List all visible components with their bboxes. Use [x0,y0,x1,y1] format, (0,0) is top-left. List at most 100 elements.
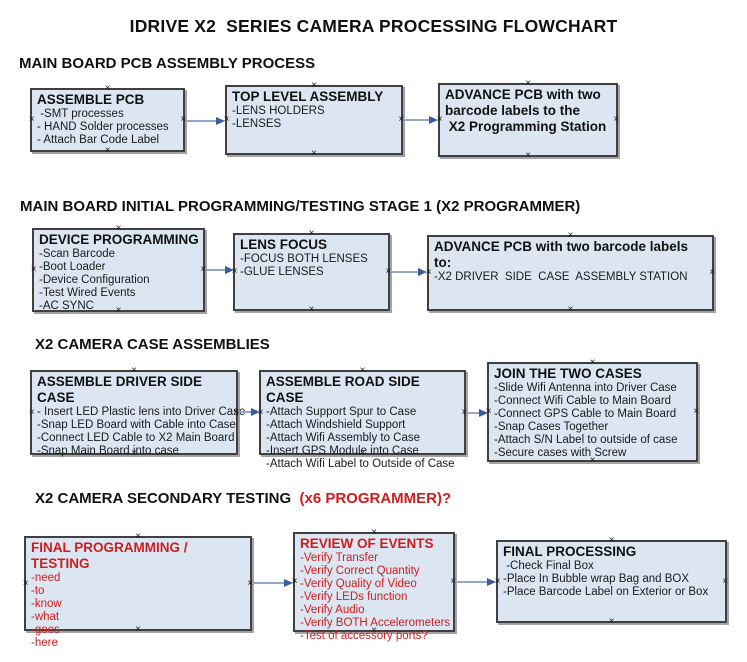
connector-handle-icon: × [709,267,716,278]
box-item: -Scan Barcode [39,248,116,260]
box-item: -goes [31,624,60,636]
section-header-initial-programming: MAIN BOARD INITIAL PROGRAMMING/TESTING S… [20,198,580,215]
connector-handle-icon: × [567,304,574,315]
box-title: JOIN THE TWO CASES [494,366,642,381]
flow-box-advance-to-programming-station: ADVANCE PCB with two barcode labels to t… [437,79,620,161]
box-items: -Scan Barcode-Boot Loader-Device Configu… [39,248,199,313]
box-item: -know [31,598,62,610]
box-item: - Attach Bar Code Label [37,134,160,146]
section-header-text: X2 CAMERA CASE ASSEMBLIES [35,336,270,353]
box-title: ADVANCE PCB with two barcode labels to t… [445,87,607,134]
box-items: - Insert LED Plastic lens into Driver Ca… [37,406,246,458]
connector-handle-icon: × [613,114,620,125]
box-item: -SMT processes [37,108,124,120]
box-items: -need-to-know-what-goes-here [31,572,246,650]
box-item: -Verify LEDs function [300,591,408,603]
box-item: -need [31,572,61,584]
connector-handle-icon: × [22,577,29,589]
flow-box-final-programming-testing: FINAL PROGRAMMING / TESTING -need-to-kno… [22,532,253,650]
flow-arrow [186,120,216,122]
box-items: -LENS HOLDERS-LENSES [232,105,397,131]
connector-handle-icon: × [104,145,111,156]
connector-handle-icon: × [525,150,531,161]
box-item: -Verify BOTH Accelerometers [300,617,451,629]
box-item: -Device Configuration [39,274,150,286]
box-item: - Insert LED Plastic lens into Driver Ca… [37,406,246,418]
connector-handle-icon: × [28,114,35,125]
box-item: -Verify Audio [300,604,365,616]
flow-arrow [239,411,251,413]
box-title: ASSEMBLE DRIVER SIDE CASE [37,374,206,405]
box-item: -to [31,585,45,597]
flow-box-lens-focus: LENS FOCUS -FOCUS BOTH LENSES-GLUE LENSE… [232,229,391,315]
box-item: -Attach Windshield Support [266,419,406,431]
box-item: -Place Barcode Label on Exterior or Box [503,586,709,598]
box-item: -X2 DRIVER SIDE CASE ASSEMBLY STATION [434,271,688,283]
box-item: -Connect GPS Cable to Main Board [494,408,677,420]
box-item: -Place In Bubble wrap Bag and BOX [503,573,690,585]
flow-box-assemble-road-side-case: ASSEMBLE ROAD SIDE CASE -Attach Support … [258,366,467,471]
box-title: FINAL PROGRAMMING / TESTING [31,540,192,571]
box-item: -Connect Wifi Cable to Main Board [494,395,672,407]
flow-arrow [391,271,418,273]
box-item: -Attach Support Spur to Case [266,406,417,418]
box-items: -X2 DRIVER SIDE CASE ASSEMBLY STATION [434,271,708,284]
flow-arrow [253,582,284,584]
box-items: -Check Final Box-Place In Bubble wrap Ba… [503,560,721,599]
connector-handle-icon: × [30,264,37,275]
box-item: -LENSES [232,118,282,130]
box-item: -GLUE LENSES [240,266,324,278]
box-item: -Insert GPS Module into Case [266,445,419,457]
section-header-text: MAIN BOARD INITIAL PROGRAMMING/TESTING S… [20,198,581,215]
flow-box-assemble-pcb: ASSEMBLE PCB -SMT processes- HAND Solder… [28,84,186,156]
box-title: REVIEW OF EVENTS [300,536,434,551]
box-title: LENS FOCUS [240,237,328,252]
section-header-text: X2 CAMERA SECONDARY TESTING [35,490,292,507]
flow-arrow [467,412,479,414]
box-item: -AC SYNC [39,300,94,312]
box-title: FINAL PROCESSING [503,544,637,559]
box-item: - HAND Solder processes [37,121,169,133]
box-item: -Snap Main Board into case [37,445,179,457]
box-item: -Boot Loader [39,261,106,273]
box-title: DEVICE PROGRAMMING [39,232,199,247]
box-item: -here [31,637,58,649]
section-header-text: MAIN BOARD PCB ASSEMBLY PROCESS [19,55,316,72]
box-items: -Attach Support Spur to Case-Attach Wind… [266,406,460,471]
box-item: -Verify Quality of Video [300,578,417,590]
section-header-secondary-testing: X2 CAMERA SECONDARY TESTING (x6 PROGRAMM… [35,490,451,507]
page-title: IDRIVE X2 SERIES CAMERA PROCESSING FLOWC… [129,16,618,36]
connector-handle-icon: × [693,406,700,417]
box-item: -Verify Transfer [300,552,378,564]
box-item: -FOCUS BOTH LENSES [240,253,368,265]
flow-box-top-level-assembly: TOP LEVEL ASSEMBLY -LENS HOLDERS-LENSES … [224,81,404,159]
connector-handle-icon: × [311,148,317,159]
box-items: -Verify Transfer-Verify Correct Quantity… [300,552,451,643]
box-title: ASSEMBLE PCB [37,92,145,107]
box-item: -Snap LED Board with Cable into Case [37,419,236,431]
flow-box-review-of-events: REVIEW OF EVENTS -Verify Transfer-Verify… [292,528,456,643]
connector-handle-icon: × [308,304,315,315]
box-items: -Slide Wifi Antenna into Driver Case-Con… [494,382,692,460]
flow-box-device-programming: DEVICE PROGRAMMING -Scan Barcode-Boot Lo… [30,224,206,316]
flow-box-join-the-two-cases: JOIN THE TWO CASES -Slide Wifi Antenna i… [486,358,700,466]
box-item: -Slide Wifi Antenna into Driver Case [494,382,677,394]
box-title: ASSEMBLE ROAD SIDE CASE [266,374,424,405]
box-item: -Snap Cases Together [494,421,609,433]
section-header-pcb-assembly: MAIN BOARD PCB ASSEMBLY PROCESS [19,55,315,72]
connector-handle-icon: × [28,406,35,418]
flow-arrow [206,269,225,271]
box-item: -Secure cases with Screw [494,447,627,459]
box-title: TOP LEVEL ASSEMBLY [232,89,384,104]
section-header-case-assemblies: X2 CAMERA CASE ASSEMBLIES [35,336,270,353]
flow-box-assemble-driver-side-case: ASSEMBLE DRIVER SIDE CASE - Insert LED P… [28,366,246,459]
box-item: -Connect LED Cable to X2 Main Board [37,432,235,444]
box-item: -LENS HOLDERS [232,105,325,117]
box-item: -Verify Correct Quantity [300,565,420,577]
flow-box-advance-to-driver-side-station: ADVANCE PCB with two barcode labels to: … [426,231,716,315]
box-item: -Attach Wifi Label to Outside of Case [266,458,455,470]
box-items: -SMT processes- HAND Solder processes- A… [37,108,179,147]
box-item: -what [31,611,60,623]
box-items: -FOCUS BOTH LENSES-GLUE LENSES [240,253,384,279]
connector-handle-icon: × [608,616,615,627]
